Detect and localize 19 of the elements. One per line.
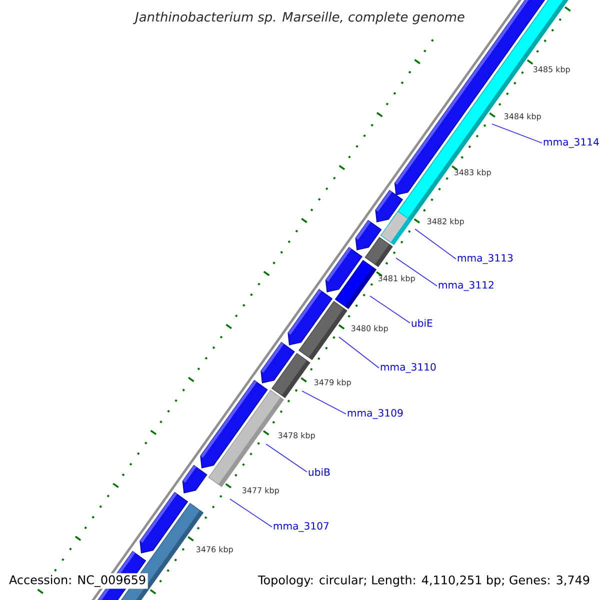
- gene-label: ubiE: [412, 319, 432, 327]
- gene-label: ubiB: [308, 468, 330, 476]
- genome-title: Janthinobacterium sp. Marseille, complete genome: [133, 12, 464, 24]
- leader-line: [370, 296, 410, 324]
- leader-line: [338, 336, 380, 368]
- gene-label: mma_3107: [274, 522, 329, 532]
- gene-label: mma_3113: [458, 254, 513, 264]
- leader-line: [230, 498, 272, 528]
- leader-line: [396, 258, 438, 286]
- accession-text: Accession: NC_009659: [7, 573, 148, 589]
- leader-line: [492, 124, 542, 144]
- genome-info-text: Topology: circular; Length: 4,110,251 bp; Genes: 3,749: [256, 573, 592, 589]
- leader-line: [414, 228, 456, 260]
- gene-label: mma_3112: [438, 281, 494, 291]
- gene-label: mma_3110: [380, 363, 436, 373]
- leader-line: [266, 444, 308, 472]
- gene-label: mma_3114: [544, 138, 599, 148]
- gene-label: mma_3109: [348, 409, 403, 419]
- leader-line: [302, 390, 346, 414]
